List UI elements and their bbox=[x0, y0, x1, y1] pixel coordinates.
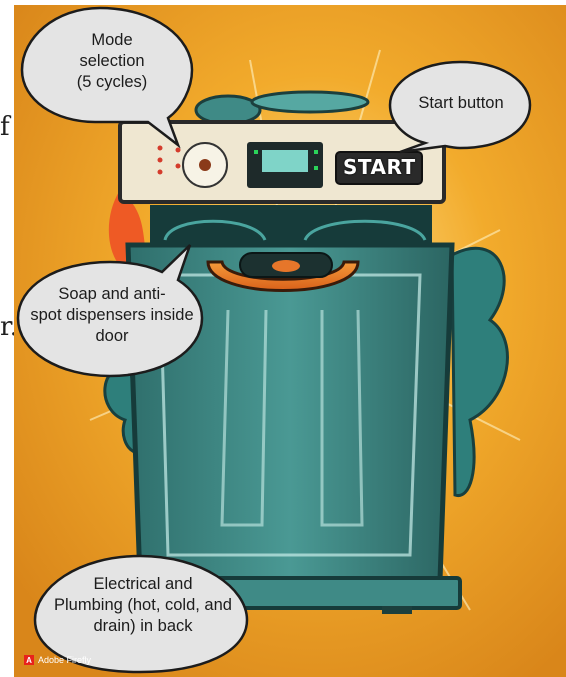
adobe-logo-icon: A bbox=[24, 655, 34, 665]
left-text-fragment-f: f bbox=[0, 112, 10, 142]
start-button-label: START bbox=[343, 155, 416, 179]
callout-text-mode: Mode selection (5 cycles) bbox=[42, 30, 182, 93]
callout-text-soap: Soap and anti- spot dispensers inside do… bbox=[22, 284, 202, 347]
firefly-watermark: A Adobe Firefly bbox=[24, 655, 91, 665]
rack-band bbox=[150, 205, 432, 245]
top-plate bbox=[252, 92, 368, 112]
callout-text-plumbing: Electrical and Plumbing (hot, cold, and … bbox=[38, 574, 248, 637]
top-bowl bbox=[196, 96, 260, 124]
handle-knob bbox=[272, 260, 300, 272]
watermark-text: Adobe Firefly bbox=[38, 655, 91, 665]
display-screen bbox=[262, 150, 308, 172]
foot bbox=[382, 606, 412, 614]
callout-text-start: Start button bbox=[396, 93, 526, 114]
mode-dial-center bbox=[199, 159, 211, 171]
